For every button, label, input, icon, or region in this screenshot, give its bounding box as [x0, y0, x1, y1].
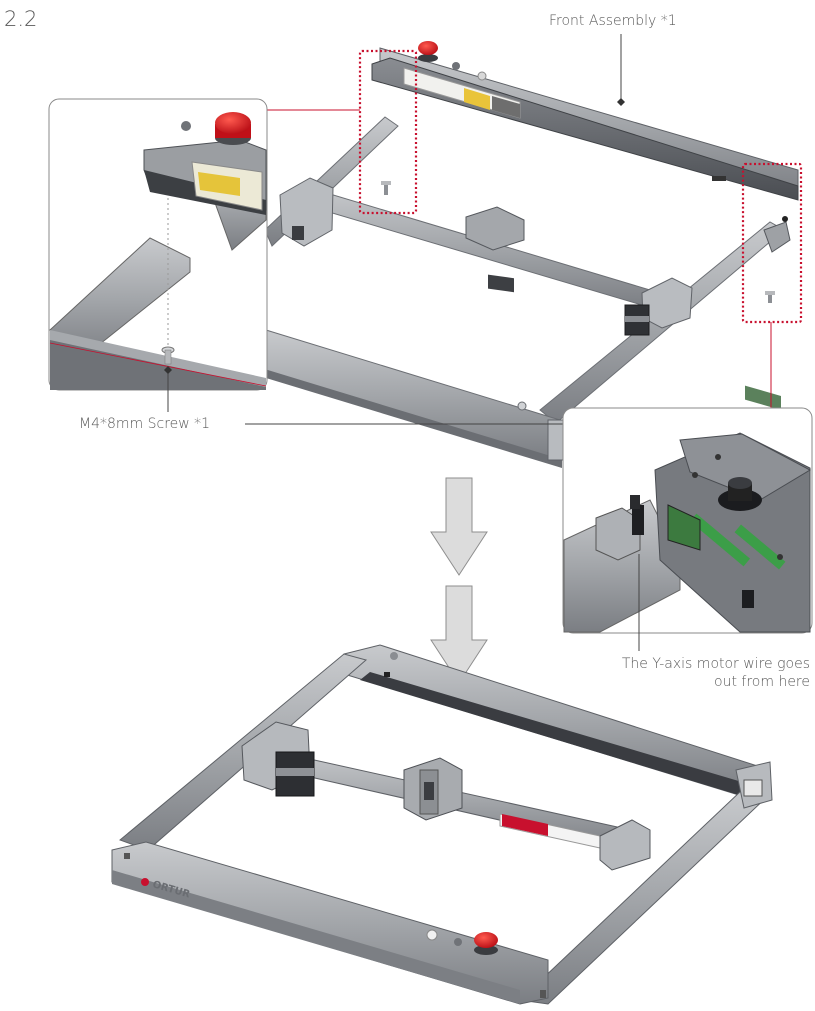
assembled-frame: ORTUR [111, 644, 773, 1005]
motor-wire [630, 495, 644, 535]
detail-inset-left [48, 98, 268, 391]
screw-front-right [765, 291, 775, 303]
emergency-stop-button [418, 41, 438, 62]
yellow-warning-label [464, 88, 490, 110]
inset-emergency-stop [215, 112, 251, 145]
laser-carriage [465, 206, 525, 293]
inset-connectors [267, 109, 772, 408]
back-beam [265, 329, 567, 468]
assembled-emergency-stop [474, 932, 498, 955]
qr-codes [492, 96, 520, 118]
inset-screw [161, 346, 175, 365]
motor-wire-label-line2: out from here [714, 674, 810, 690]
exploded-frame [264, 41, 799, 468]
x-gantry-beam [299, 184, 653, 309]
assembled-left-bracket [241, 721, 315, 797]
screw-label: M4*8mm Screw *1 [79, 416, 211, 432]
right-gantry-bracket [624, 277, 693, 336]
highlight-right-mount [741, 162, 803, 324]
left-gantry-bracket [279, 177, 334, 247]
step-number: 2.2 [4, 7, 38, 31]
assembled-right-bracket [599, 819, 651, 871]
assembled-carriage [403, 757, 463, 821]
front-assembly-leader [617, 34, 625, 106]
down-arrow-2 [430, 585, 488, 684]
motor-wire-label-line1: The Y-axis motor wire goes [621, 656, 810, 672]
front-assembly [371, 41, 799, 410]
front-assembly-label: Front Assembly *1 [549, 13, 677, 29]
inset-knob [718, 477, 762, 511]
screw-front-left [381, 181, 391, 195]
detail-inset-right [562, 407, 813, 651]
motor-wire-label: The Y-axis motor wire goes out from here [570, 655, 810, 691]
down-arrow-1 [430, 477, 488, 576]
